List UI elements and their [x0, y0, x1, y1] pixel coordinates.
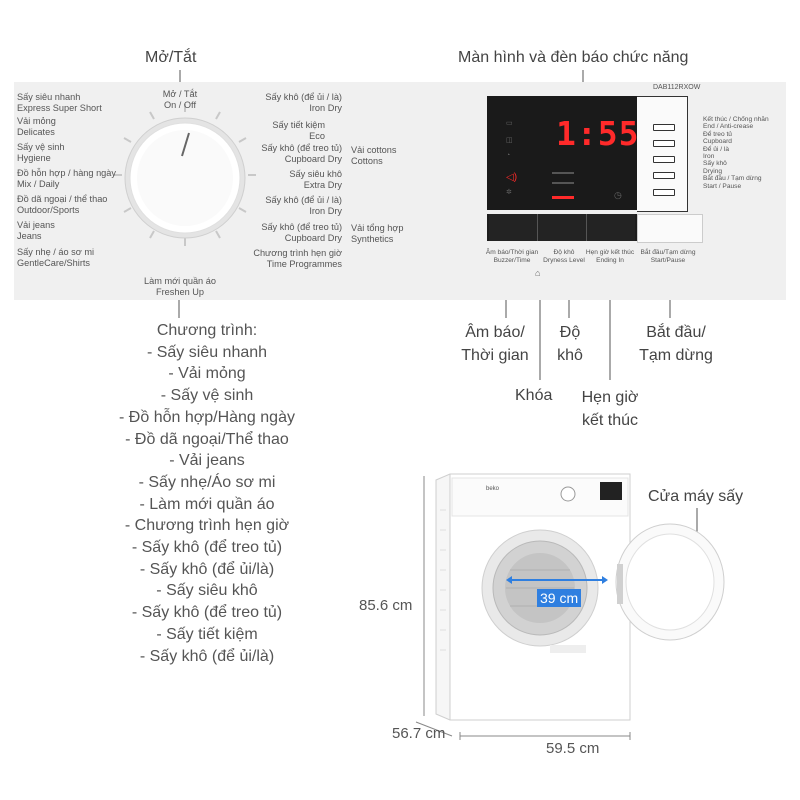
width-dimension: 59.5 cm [546, 740, 600, 757]
callout-lock: Khóa [515, 387, 553, 404]
buzzer-icon: ◁) [506, 172, 518, 183]
display-label: Màn hình và đèn báo chức năng [458, 49, 689, 66]
callout-start: Bắt đầu/Tạm dừng [639, 324, 713, 364]
door-diameter-label: 39 cm [537, 589, 582, 607]
prog-right-1: Sấy khô (để ủi / là)Iron Dry [265, 92, 342, 113]
led-cupboard [653, 140, 675, 147]
indicator-3-icon: ◔ [506, 152, 511, 159]
dryness-button[interactable] [538, 214, 587, 241]
svg-text:beko: beko [486, 486, 500, 492]
depth-dimension: 56.7 cm [392, 725, 446, 742]
led-iron [653, 156, 675, 163]
prog-right-5: Sấy khô (để ủi / là)Iron Dry [265, 195, 342, 216]
dryness-bar-2 [552, 182, 574, 184]
start-pause-button[interactable] [637, 214, 703, 243]
model-number: DAB112RXOW [653, 84, 701, 91]
timer-icon: ◷ [614, 190, 622, 200]
display-screen [487, 96, 637, 210]
dryness-bar-1 [552, 172, 574, 174]
ending-in-button[interactable] [587, 214, 635, 241]
callout-door: Cửa máy sấy [648, 488, 744, 505]
indicator-1-icon: ▭ [506, 120, 513, 127]
program-list: Chương trình: - Sấy siêu nhanh - Vải mỏn… [119, 322, 295, 665]
time-display: 1:55 [556, 114, 640, 153]
callout-buzzer: Âm báo/Thời gian [461, 324, 529, 364]
indicator-5-icon: ✲ [506, 189, 512, 196]
indicator-2-icon: ◫ [506, 137, 513, 144]
button-row [487, 214, 637, 241]
led-end [653, 124, 675, 131]
power-label: Mở/Tắt [145, 49, 197, 66]
dryness-bar-active [552, 196, 574, 199]
program-dial[interactable] [110, 100, 260, 250]
led-drying [653, 172, 675, 179]
lock-icon: ⌂ [535, 268, 541, 278]
prog-right-6: Sấy khô (để treo tủ)Cupboard Dry [261, 222, 342, 243]
height-dimension: 85.6 cm [359, 597, 413, 614]
status-leds [637, 96, 688, 212]
buzzer-time-button[interactable] [489, 214, 538, 241]
prog-right-3: Sấy khô (để treo tủ)Cupboard Dry [261, 143, 342, 164]
led-start [653, 189, 675, 196]
